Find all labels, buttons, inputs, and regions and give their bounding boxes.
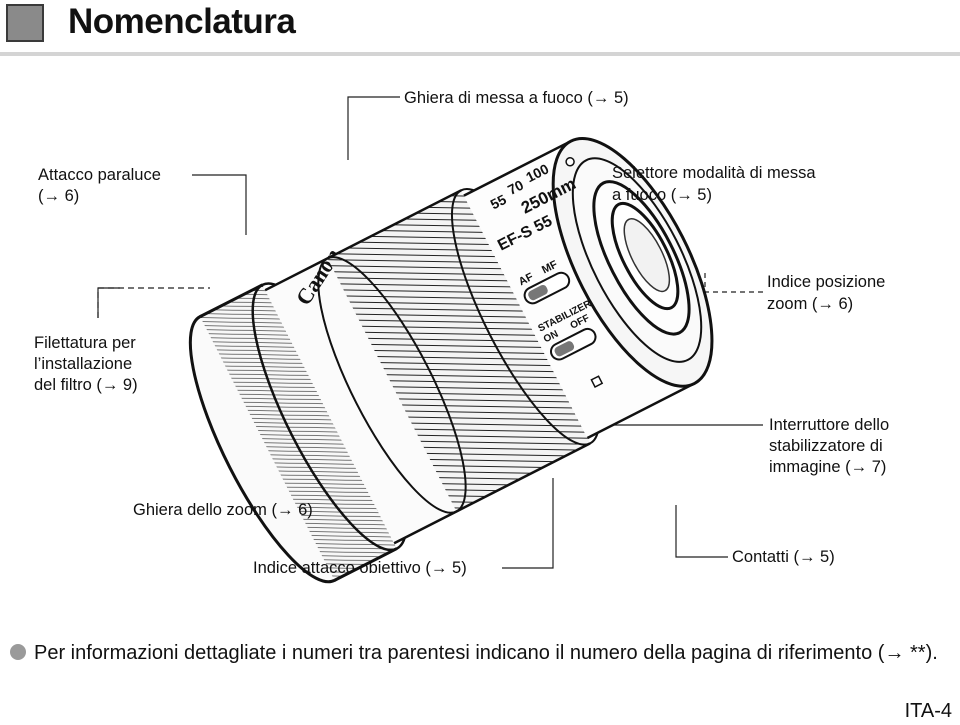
label-contacts: Contatti (→ 5) — [732, 548, 835, 566]
label-hood-mount-2: (→ 6) — [38, 187, 80, 205]
label-stabilizer-3: immagine (→ 7) — [769, 458, 887, 476]
title-marker-inner — [8, 6, 42, 40]
page-number: ITA-4 — [904, 700, 952, 722]
footnote-text: Per informazioni dettagliate i numeri tr… — [34, 642, 938, 664]
label-stabilizer-2: stabilizzatore di — [769, 437, 883, 455]
label-filter-thread-3: del filtro (→ 9) — [34, 376, 138, 394]
label-hood-mount-1: Attacco paraluce — [38, 166, 161, 184]
label-filter-thread-2: l’installazione — [34, 355, 133, 373]
header-rule — [0, 52, 960, 56]
lens-body: Canon 55 70 100 250mm EF-S 55 AF MF STAB… — [188, 137, 714, 584]
page-header: Nomenclatura — [0, 0, 960, 52]
page-title: Nomenclatura — [68, 2, 296, 41]
label-focus-mode-1: Selettore modalità di messa — [612, 164, 816, 182]
label-zoom-index-1: Indice posizione — [767, 273, 886, 291]
label-stabilizer-1: Interruttore dello — [769, 416, 890, 434]
label-mount-index: Indice attacco obiettivo (→ 5) — [253, 559, 467, 577]
focal-55: 55 — [488, 191, 509, 212]
focal-70: 70 — [505, 177, 526, 198]
label-focus-mode-2: a fuoco (→ 5) — [612, 186, 712, 204]
label-zoom-index-2: zoom (→ 6) — [767, 295, 854, 313]
lens-diagram: Canon 55 70 100 250mm EF-S 55 AF MF STAB… — [97, 96, 763, 584]
bullet-icon — [10, 644, 26, 660]
footnote: Per informazioni dettagliate i numeri tr… — [10, 640, 940, 666]
label-focus-ring: Ghiera di messa a fuoco (→ 5) — [404, 89, 629, 107]
label-filter-thread-1: Filettatura per — [34, 334, 136, 352]
label-zoom-ring: Ghiera dello zoom (→ 6) — [133, 501, 313, 519]
